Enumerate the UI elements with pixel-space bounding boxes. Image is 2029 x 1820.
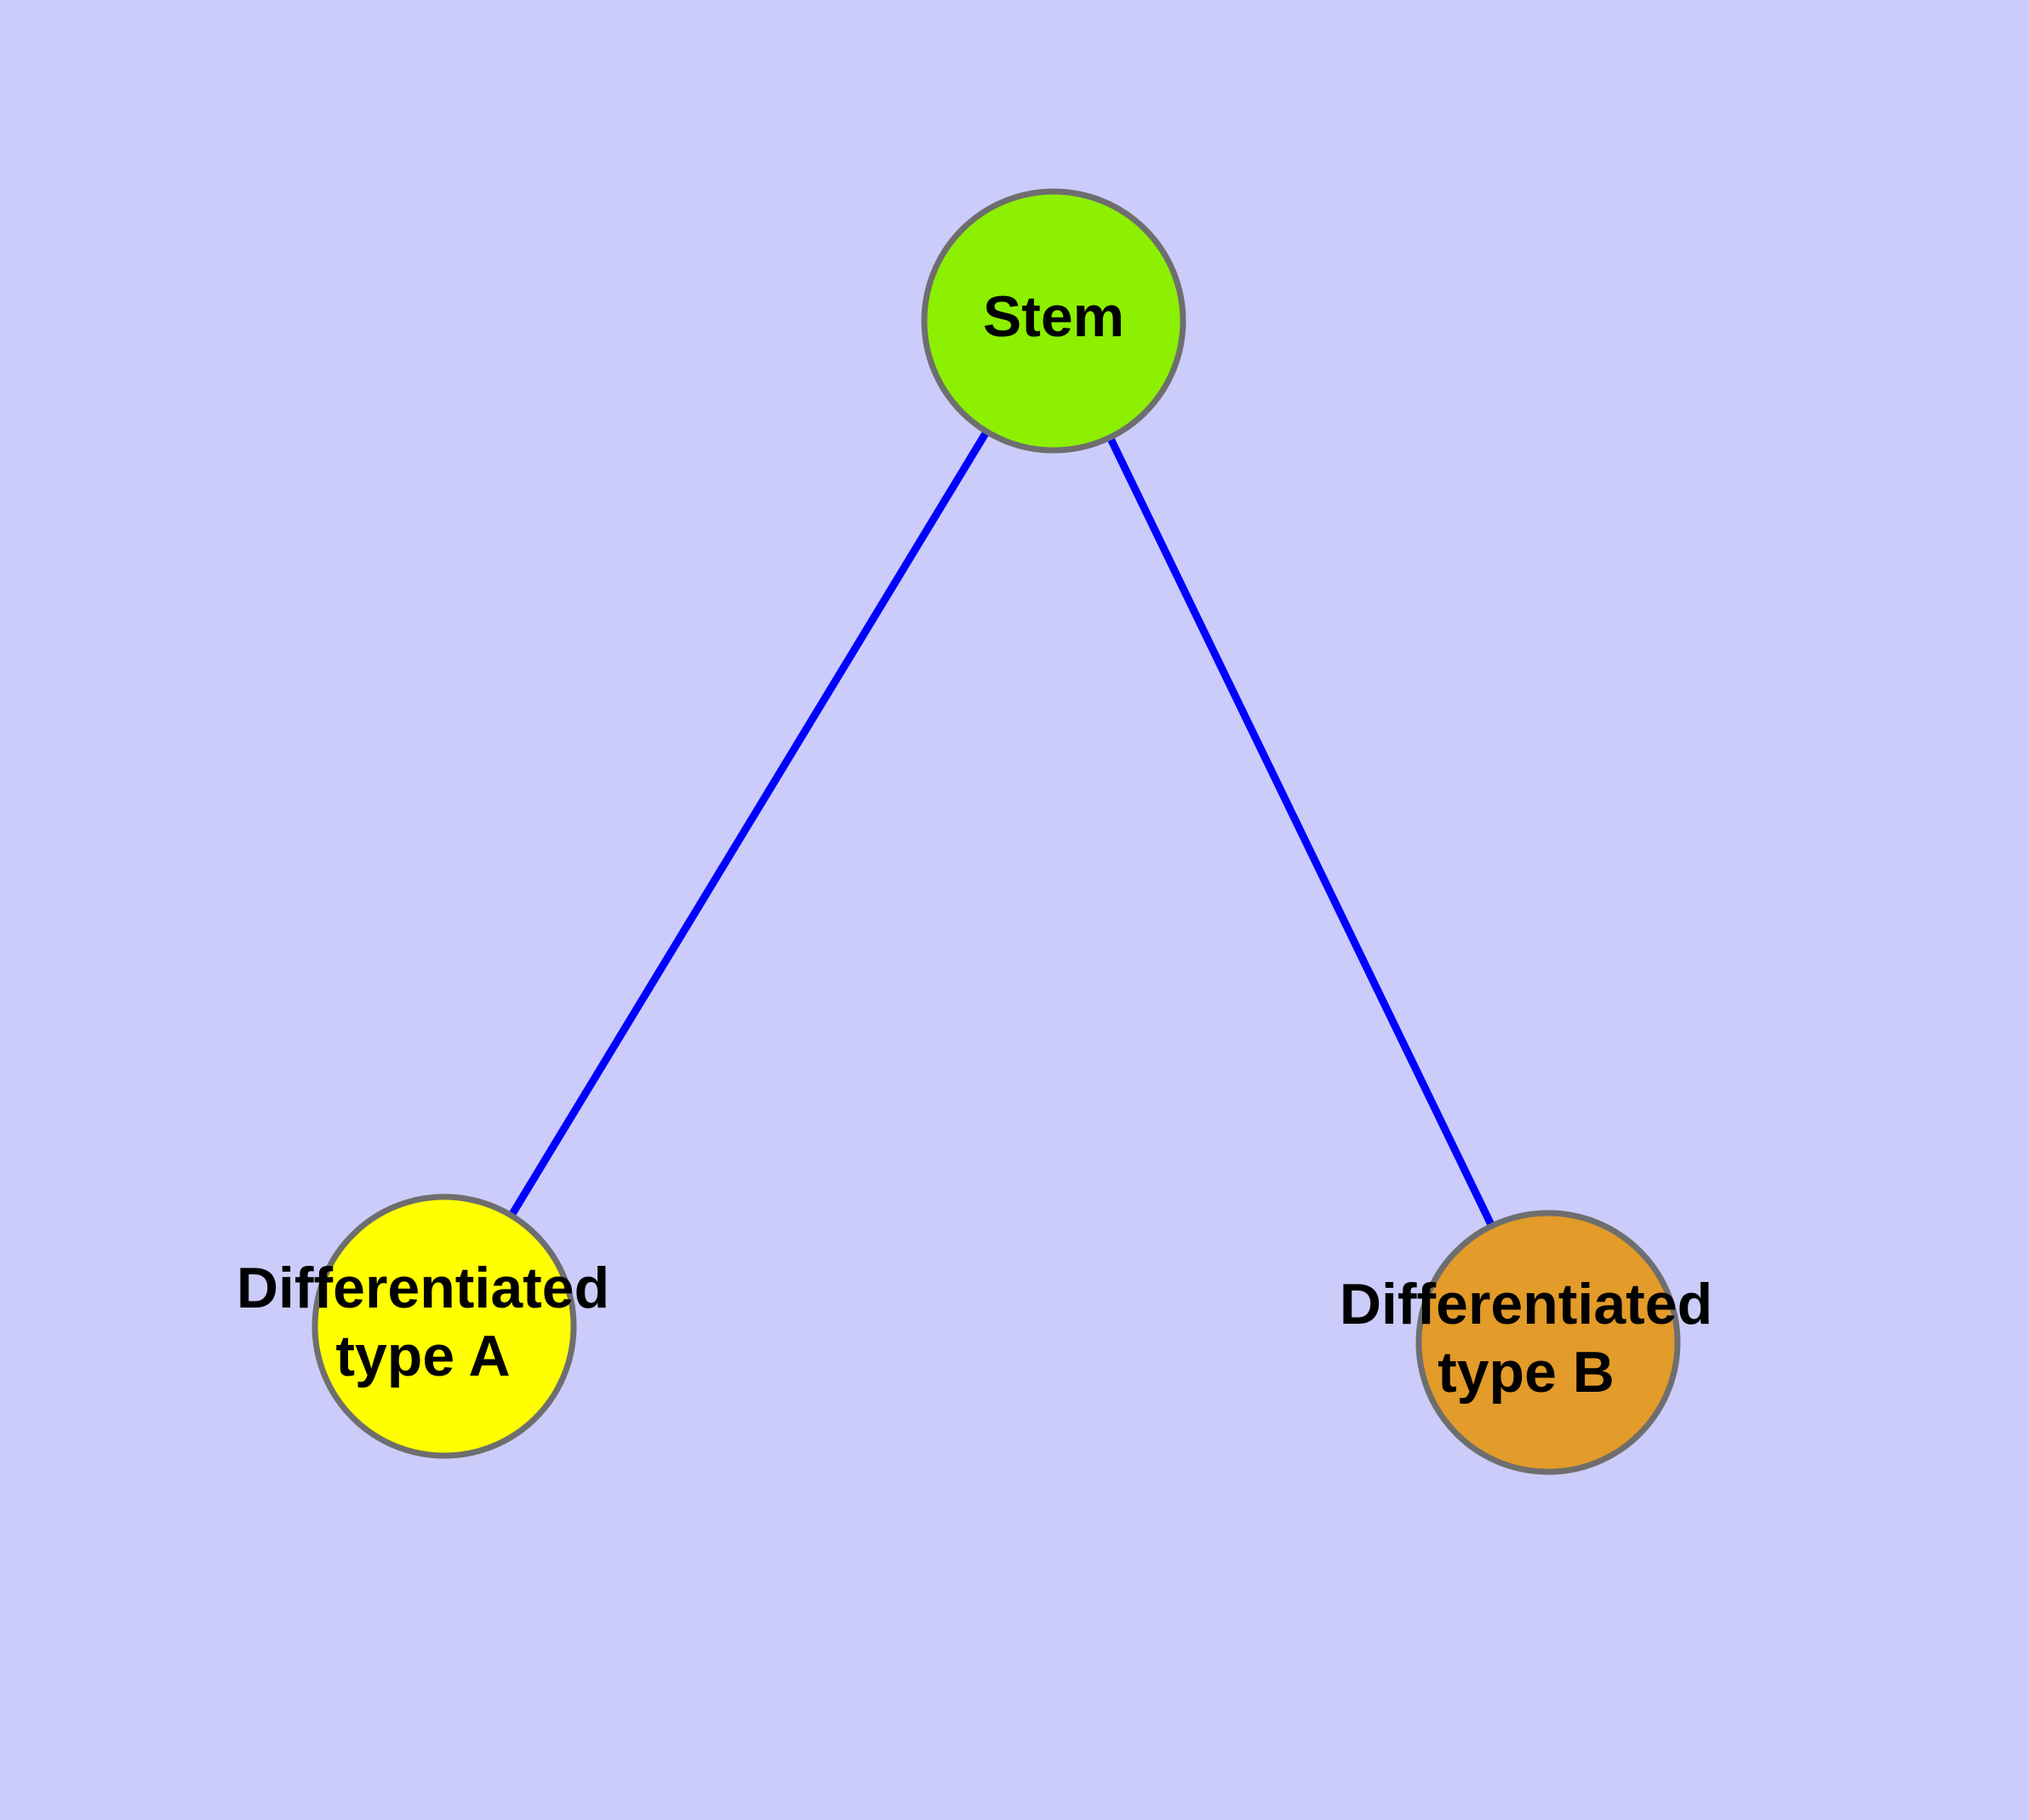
node-stem[interactable] — [921, 188, 1186, 454]
node-label-line: type B — [1437, 1340, 1615, 1405]
nodes-layer — [311, 188, 1681, 1475]
edge-stem-to-diff-b[interactable] — [1049, 319, 1552, 1344]
edge-stem-to-diff-a[interactable] — [441, 318, 1057, 1329]
node-label-line: Stem — [983, 284, 1124, 349]
node-label-stem: Stem — [983, 284, 1124, 349]
node-label-line: Differentiated — [237, 1256, 609, 1320]
edges-layer — [441, 318, 1552, 1344]
node-diff-a[interactable] — [311, 1193, 577, 1459]
node-diff-b[interactable] — [1415, 1210, 1681, 1475]
node-label-line: Differentiated — [1340, 1272, 1712, 1336]
node-label-line: type A — [335, 1324, 510, 1388]
